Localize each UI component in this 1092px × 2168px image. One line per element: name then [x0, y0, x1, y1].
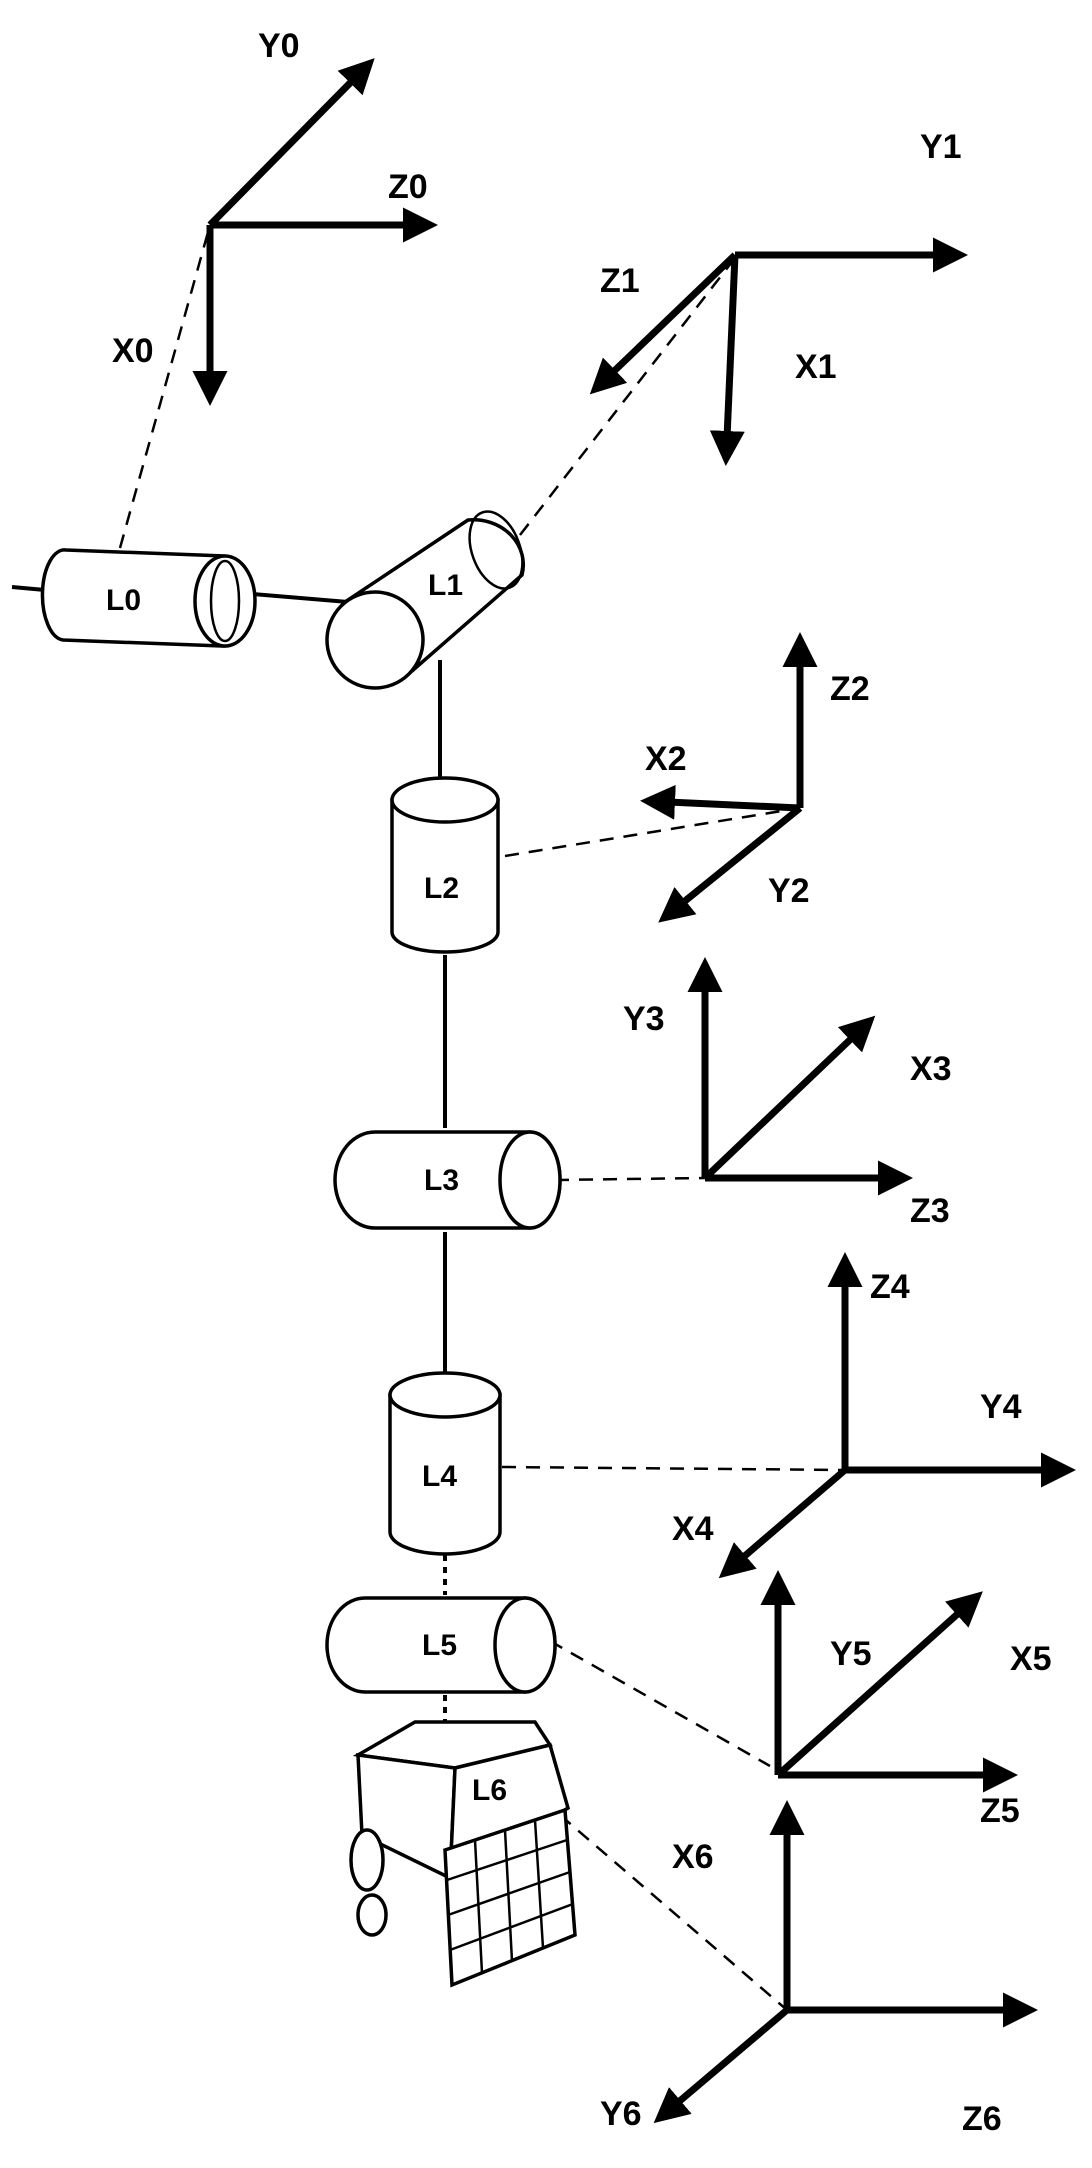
- leader-l0-frame0: [118, 224, 212, 549]
- gripper-side-link-lower: [356, 1893, 388, 1937]
- gripper-l6: L6: [349, 1720, 577, 1988]
- joint-l3-cylinder: L3: [333, 1130, 562, 1230]
- axis-y2-arrow: [658, 805, 803, 923]
- axis-x3-arrow: [702, 1015, 876, 1181]
- frame-1: Y1 Z1 X1: [589, 128, 968, 466]
- robot-arm: L0 L1 L2 L3 L4: [11, 510, 577, 1988]
- frame-6: X6 Z6 Y6: [600, 1800, 1038, 2138]
- axis-label-y1: Y1: [920, 128, 962, 166]
- axis-label-y4: Y4: [980, 1388, 1022, 1426]
- joint-l4-cylinder: L4: [388, 1371, 502, 1556]
- leader-l3-frame3: [554, 1176, 706, 1182]
- leader-l1-frame1: [519, 257, 736, 536]
- axis-label-x3: X3: [910, 1050, 952, 1088]
- frame-5: Y5 X5 Z5: [760, 1570, 1052, 1830]
- leader-l4-frame4: [501, 1465, 846, 1472]
- axis-z1-arrow: [589, 252, 738, 395]
- frame-3: Y3 X3 Z3: [623, 957, 952, 1230]
- axis-y0-arrow: [207, 58, 375, 228]
- joint-label-l5: L5: [422, 1629, 457, 1662]
- gripper-side-link-upper: [349, 1828, 385, 1892]
- axis-label-z3: Z3: [910, 1192, 950, 1230]
- joint-label-l1: L1: [428, 569, 463, 602]
- axis-label-z0: Z0: [388, 168, 428, 206]
- axis-label-z6: Z6: [962, 2100, 1002, 2138]
- leader-l5-frame5: [549, 1639, 771, 1768]
- axis-label-x6: X6: [672, 1838, 714, 1876]
- leader-l6-frame6: [559, 1814, 788, 2011]
- axis-label-x0: X0: [112, 332, 154, 370]
- frame-0: Y0 Z0 X0: [112, 27, 438, 406]
- link-l0-l1: [239, 591, 361, 605]
- base-stub: [11, 585, 46, 592]
- axis-label-y2: Y2: [768, 872, 810, 910]
- axis-label-x2: X2: [645, 740, 687, 778]
- joint-label-l2: L2: [424, 872, 459, 905]
- axis-label-z4: Z4: [870, 1268, 910, 1306]
- axis-x1-arrow: [709, 254, 745, 466]
- leader-l2-frame2: [504, 806, 801, 858]
- joint-l1-cylinder: L1: [325, 510, 526, 690]
- frame-2: Z2 X2 Y2: [640, 632, 870, 923]
- axis-y6-arrow: [653, 2007, 790, 2124]
- axis-label-z2: Z2: [830, 670, 870, 708]
- axis-x5-arrow: [775, 1591, 983, 1778]
- joint-label-l6: L6: [472, 1774, 507, 1807]
- joint-l5-cylinder: L5: [325, 1596, 557, 1694]
- axis-x4-arrow: [718, 1467, 848, 1579]
- joint-l2-cylinder: L2: [390, 776, 500, 954]
- axis-label-y6: Y6: [600, 2095, 642, 2133]
- axis-label-x5: X5: [1010, 1640, 1052, 1678]
- axis-label-x1: X1: [795, 348, 837, 386]
- joint-l0-cylinder: L0: [40, 548, 257, 648]
- leader-lines: [118, 224, 846, 2011]
- axis-label-y3: Y3: [623, 1000, 665, 1038]
- axis-label-x4: X4: [672, 1510, 714, 1548]
- axis-x2-arrow: [640, 784, 801, 820]
- joint-label-l4: L4: [422, 1460, 457, 1493]
- axis-label-y0: Y0: [258, 27, 300, 65]
- joint-label-l0: L0: [106, 584, 141, 617]
- frame-4: Z4 Y4 X4: [672, 1252, 1076, 1579]
- gripper-finger-grid: [446, 1819, 574, 1974]
- axis-label-y5: Y5: [830, 1635, 872, 1673]
- joint-label-l3: L3: [424, 1164, 459, 1197]
- axis-label-z1: Z1: [600, 262, 640, 300]
- axis-label-z5: Z5: [980, 1792, 1020, 1830]
